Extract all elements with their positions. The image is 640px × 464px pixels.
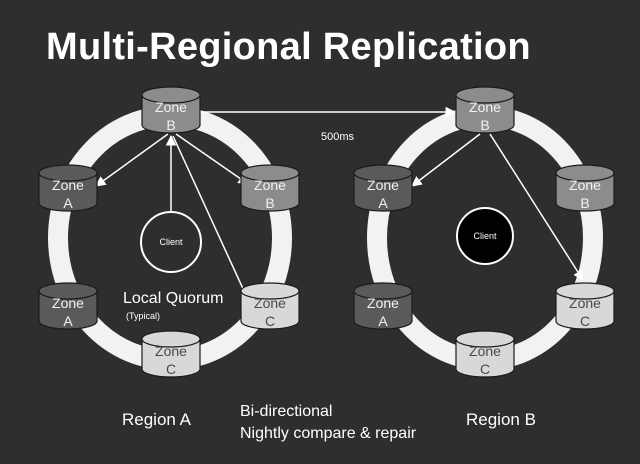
replication-note-line2: Nightly compare & repair [240,425,417,442]
zone-word: Zone [469,99,501,115]
zone-letter: A [378,195,388,211]
arrow-region-b-to-zone-a [411,133,481,187]
replication-note-line1: Bi-directional [240,403,333,420]
zone-word: Zone [254,295,286,311]
arrow-to-zone-b-right [175,133,249,185]
zone-word: Zone [367,177,399,193]
zone-letter: B [480,117,489,133]
region-b-label: Region B [466,410,536,429]
arrow-region-b-to-zone-c [489,133,584,281]
zone-letter: B [580,195,589,211]
zone-word: Zone [52,177,84,193]
zone-word: Zone [469,343,501,359]
zone-letter: C [265,313,275,329]
local-quorum-sublabel: (Typical) [126,311,161,321]
zone-word: Zone [569,295,601,311]
zone-word: Zone [569,177,601,193]
zone-letter: C [166,361,176,377]
latency-label: 500ms [321,131,355,143]
zone-letter: A [378,313,388,329]
zone-word: Zone [52,295,84,311]
zone-letter: C [480,361,490,377]
replication-note: Bi-directional Nightly compare & repair [240,401,416,445]
region-a-label: Region A [122,410,191,429]
zone-word: Zone [155,99,187,115]
zone-letter: B [166,117,175,133]
arrow-to-zone-a-upper [95,133,169,187]
region-a-client-label: Client [159,237,183,247]
zone-letter: C [580,313,590,329]
arrow-to-zone-c-right [172,135,251,305]
region-a-client: Client [140,211,202,273]
slide-title: Multi-Regional Replication [46,26,531,68]
zone-word: Zone [367,295,399,311]
zone-word: Zone [254,177,286,193]
region-b-client-label: Client [473,231,497,241]
zone-letter: B [265,195,274,211]
region-b-client: Client [456,207,514,265]
zone-letter: A [63,195,73,211]
local-quorum-label: Local Quorum [123,290,224,307]
zone-word: Zone [155,343,187,359]
zone-letter: A [63,313,73,329]
